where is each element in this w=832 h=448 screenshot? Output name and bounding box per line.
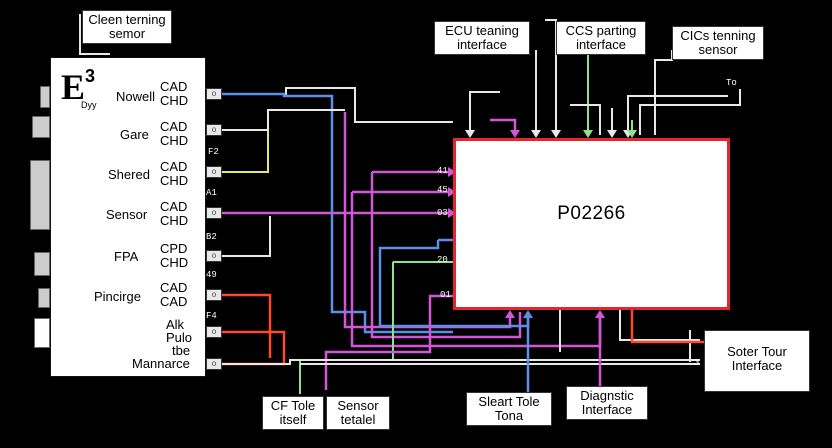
callout-line: Tona [494, 408, 524, 423]
wire-red-1 [220, 293, 272, 358]
ecu-pin-label: 03 [437, 208, 448, 218]
callout-ccs-parting: CCS parting interface [556, 21, 646, 55]
module-row-line2: CAD [160, 294, 188, 309]
right-tag: To [726, 78, 737, 88]
module-bottom-line: Alk [166, 317, 185, 332]
logo-letter: E [61, 67, 86, 107]
pin-label: A1 [206, 188, 217, 198]
wire-white-4 [220, 359, 700, 365]
callout-line: interface [457, 37, 507, 52]
pin-label: F2 [208, 147, 219, 157]
module-row-line2: CHD [160, 93, 189, 108]
wire-magenta-3 [370, 170, 522, 339]
wire-magenta-top [490, 118, 517, 135]
callout-soter-tour: Soter Tour Interface [704, 330, 810, 392]
callout-line: Soter Tour [727, 344, 787, 359]
module-row-name: Shered [108, 167, 150, 182]
module-row-line1: CAD [160, 280, 188, 295]
module-row-line2: CHD [160, 213, 189, 228]
module-bottom-line: tbe [172, 343, 191, 358]
module-bottom-line: Pulo [166, 330, 193, 345]
module-row-name: Nowell [116, 89, 156, 104]
ecu-pin-label: 45 [437, 185, 448, 195]
callout-cics-tenning: CICs tenning sensor [672, 26, 764, 60]
wire-white-5 [559, 310, 700, 352]
logo-superscript: 3 [85, 66, 96, 86]
callout-sleart-tole: Sleart Tole Tona [466, 392, 552, 426]
logo-sub: Dyy [81, 100, 97, 110]
module-row-name: Pincirge [94, 289, 141, 304]
wire-red-2 [220, 330, 286, 366]
left-connector-stub [32, 116, 50, 138]
module-bottom-line: Mannarce [132, 356, 190, 371]
connector-pin: o [206, 326, 222, 338]
wire-blue-1 [220, 92, 453, 334]
connector-pin: o [206, 250, 222, 262]
connector-pin: o [206, 124, 222, 136]
module-row-line1: CPD [160, 241, 188, 256]
module-row-line2: CHD [160, 173, 189, 188]
ecu-pin-label: 20 [437, 255, 448, 265]
callout-line: semor [108, 26, 146, 41]
callout-line: tetalel [340, 412, 376, 427]
callout-line: CICs tenning [680, 28, 756, 43]
callout-line: Sensor [337, 398, 379, 413]
ecu-code: P02266 [557, 203, 626, 224]
callout-line: ECU teaning [445, 23, 519, 38]
callout-line: Sleart Tole [478, 394, 540, 409]
callout-line: Interface [581, 402, 633, 417]
module-row-line1: CAD [160, 159, 188, 174]
module-row-line2: CHD [160, 133, 189, 148]
module-row-name: Gare [120, 127, 149, 142]
connector-pin: o [206, 88, 222, 100]
connector-pin: o [206, 207, 222, 219]
sensor-module: E 3 Dyy [50, 57, 206, 377]
arrowheads [448, 130, 637, 318]
callout-line: Diagnstic [580, 388, 634, 403]
wire-white-3 [220, 216, 271, 257]
wire-white-2 [220, 109, 345, 131]
ecu-box: P02266 [453, 138, 730, 310]
connector-pin: o [206, 166, 222, 178]
module-row-line2: CHD [160, 255, 189, 270]
callout-line: CF Tole [270, 398, 316, 413]
ecu-pin-label: 41 [437, 166, 448, 176]
callout-line: sensor [698, 42, 738, 57]
pin-label: B2 [206, 232, 217, 242]
module-logo: E 3 Dyy [61, 66, 97, 110]
callout-ecu-teaning: ECU teaning interface [434, 21, 530, 55]
module-row-name: Sensor [106, 207, 148, 222]
pin-label: 49 [206, 270, 217, 280]
callout-diagnstic: Diagnstic Interface [566, 386, 648, 420]
module-row-line1: CAD [160, 79, 188, 94]
callout-cleen-terning: Cleen terning semor [82, 10, 172, 44]
callout-line: CCS parting [565, 23, 637, 38]
left-connector-stub [34, 318, 50, 348]
wire-white-top-1 [469, 91, 500, 135]
module-row-line1: CAD [160, 119, 188, 134]
left-connector-stub [40, 86, 50, 108]
ecu-pin-label: 01 [440, 290, 451, 300]
left-connector-stub [38, 288, 50, 308]
left-connector-stub [34, 252, 50, 276]
callout-cf-tole: CF Tole itself [262, 396, 324, 430]
soter-pin-label: 3 [694, 358, 700, 368]
connector-pin: o [206, 358, 222, 370]
wire-red-3 [630, 310, 704, 344]
module-row-name: FPA [114, 249, 139, 264]
callout-line: Interface [731, 358, 783, 373]
connector-pin: o [206, 289, 222, 301]
pin-label: F4 [206, 311, 217, 321]
callout-line: Cleen terning [88, 12, 166, 27]
callout-sensor-tetalel: Sensor tetalel [326, 396, 390, 430]
left-connector-stub [30, 160, 50, 230]
wire-yellow-1 [220, 129, 269, 173]
module-row-line1: CAD [160, 199, 188, 214]
callout-line: itself [279, 412, 307, 427]
callout-line: interface [576, 37, 626, 52]
